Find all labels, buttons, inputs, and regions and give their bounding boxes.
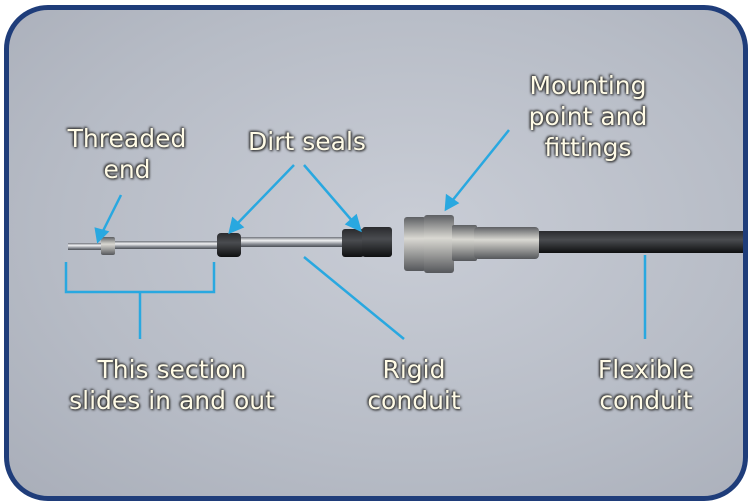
label-rigid-conduit: Rigid conduit	[354, 354, 474, 416]
label-slides-section: This section slides in and out	[57, 354, 287, 416]
rigid-conduit-rod	[239, 237, 351, 247]
label-dirt-seals: Dirt seals	[227, 126, 387, 157]
label-flexible-conduit: Flexible conduit	[581, 354, 711, 416]
label-mounting-line-3: fittings	[503, 132, 673, 163]
label-threaded-end: Threaded end	[47, 123, 207, 185]
label-rigid-line-1: Rigid	[354, 354, 474, 385]
mounting-nut-1	[404, 217, 426, 271]
fitting-sleeve	[474, 227, 539, 259]
flexible-conduit-cable	[529, 231, 743, 253]
label-flexible-line-2: conduit	[581, 385, 711, 416]
label-slides-line-1: This section	[57, 354, 287, 385]
mounting-nut-2	[424, 215, 454, 273]
dirt-seal-right	[342, 229, 364, 257]
label-mounting-line-2: point and	[503, 101, 673, 132]
sliding-rod	[112, 241, 222, 249]
label-threaded-end-line-1: Threaded	[47, 123, 207, 154]
diagram-frame: Threaded end Dirt seals Mounting point a…	[4, 5, 748, 501]
threaded-end-nut	[101, 237, 115, 255]
label-mounting-point: Mounting point and fittings	[503, 70, 673, 163]
label-mounting-line-1: Mounting	[503, 70, 673, 101]
label-slides-line-2: slides in and out	[57, 385, 287, 416]
label-flexible-line-1: Flexible	[581, 354, 711, 385]
dirt-seal-left	[217, 233, 241, 257]
label-threaded-end-line-2: end	[47, 154, 207, 185]
label-rigid-line-2: conduit	[354, 385, 474, 416]
